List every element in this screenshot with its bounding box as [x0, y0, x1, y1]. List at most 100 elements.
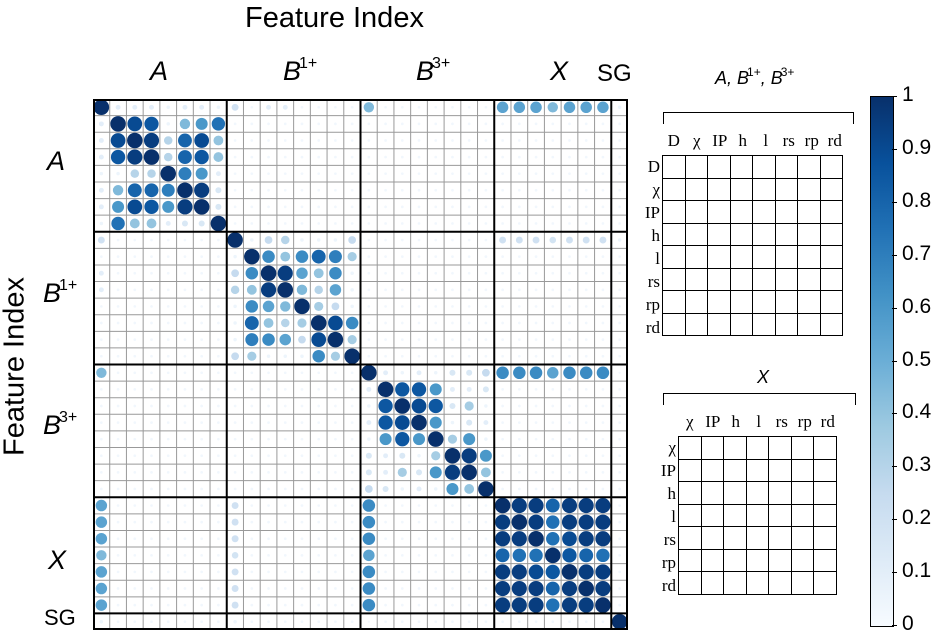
corr-cell	[283, 371, 287, 375]
corr-cell	[183, 437, 187, 441]
corr-cell	[250, 122, 254, 126]
corr-cell	[483, 420, 489, 426]
corr-cell	[116, 587, 120, 590]
corr-cell	[283, 437, 287, 441]
corr-cell	[434, 139, 438, 142]
corr-cell	[431, 451, 441, 461]
legend-cell	[662, 222, 686, 246]
corr-cell	[267, 454, 270, 458]
corr-cell	[267, 487, 270, 491]
corr-cell	[484, 305, 488, 308]
corr-cell	[283, 122, 287, 126]
corr-cell	[231, 568, 239, 576]
corr-cell	[350, 304, 354, 309]
legend-col-label: rd	[820, 412, 835, 431]
corr-cell	[277, 265, 293, 281]
legend-cell	[662, 267, 686, 291]
corr-cell	[199, 104, 205, 110]
corr-cell	[200, 338, 204, 341]
corr-cell	[245, 333, 259, 347]
corr-cell	[263, 318, 274, 328]
corr-cell	[484, 537, 488, 541]
corr-cell	[244, 248, 260, 265]
corr-cell	[317, 105, 321, 109]
corr-cell	[400, 172, 404, 176]
corr-cell	[400, 122, 404, 126]
corr-cell	[417, 205, 421, 209]
corr-cell	[283, 454, 287, 458]
corr-cell	[501, 321, 504, 325]
corr-cell	[350, 537, 354, 541]
corr-cell	[578, 580, 594, 597]
corr-cell	[517, 487, 521, 491]
corr-cell	[300, 454, 304, 458]
corr-cell	[584, 222, 588, 225]
corr-cell	[467, 620, 471, 624]
corr-cell	[584, 404, 588, 408]
legend-row-label: l	[671, 507, 676, 526]
corr-cell	[451, 205, 454, 209]
corr-cell	[329, 284, 342, 296]
corr-cell	[217, 354, 220, 358]
corr-cell	[116, 471, 120, 474]
colorbar-tick-label: 0.1	[902, 559, 932, 583]
legend-cell	[723, 571, 747, 595]
corr-cell	[466, 386, 472, 392]
corr-cell	[133, 271, 137, 275]
corr-cell	[584, 620, 588, 624]
corr-cell	[363, 102, 375, 113]
corr-cell	[314, 285, 323, 295]
corr-cell	[517, 388, 521, 391]
corr-cell	[99, 171, 104, 176]
legend-cell	[813, 548, 837, 572]
corr-cell	[133, 487, 137, 491]
corr-cell	[568, 188, 571, 192]
corr-cell	[584, 437, 588, 441]
legend-cell	[729, 200, 753, 224]
corr-cell	[517, 620, 521, 624]
corr-cell	[215, 187, 222, 194]
corr-cell	[267, 421, 270, 424]
corr-cell	[484, 437, 488, 441]
legend-cell	[768, 481, 792, 505]
corr-cell	[495, 548, 510, 563]
corr-cell	[434, 354, 438, 358]
corr-cell	[512, 548, 527, 563]
corr-cell	[133, 338, 137, 341]
corr-cell	[384, 205, 387, 209]
corr-cell	[417, 122, 421, 126]
corr-cell	[562, 548, 577, 563]
corr-cell	[568, 404, 571, 408]
corr-cell	[334, 603, 337, 607]
corr-cell	[578, 597, 594, 613]
corr-cell	[217, 471, 220, 474]
corr-cell	[551, 305, 555, 308]
corr-cell	[334, 404, 337, 408]
corr-cell	[198, 220, 205, 227]
corr-cell	[584, 188, 588, 192]
corr-cell	[250, 553, 254, 557]
corr-cell	[233, 122, 237, 126]
legend-cell	[774, 245, 798, 269]
corr-cell	[267, 553, 270, 557]
corr-cell	[416, 469, 423, 476]
corr-cell	[400, 238, 404, 242]
corr-cell	[517, 205, 521, 209]
corr-cell	[100, 421, 103, 424]
corr-cell	[451, 155, 454, 159]
legend-cell	[768, 503, 792, 527]
corr-cell	[150, 388, 153, 391]
legend-cell	[729, 177, 753, 201]
corr-cell	[166, 288, 170, 292]
corr-cell	[584, 471, 588, 474]
corr-cell	[601, 404, 605, 408]
corr-cell	[300, 553, 304, 557]
legend-cell	[678, 526, 702, 550]
corr-cell	[528, 564, 544, 580]
corr-cell	[534, 271, 538, 275]
corr-cell	[250, 205, 254, 209]
corr-cell	[563, 366, 576, 380]
corr-cell	[547, 102, 558, 113]
corr-cell	[451, 520, 454, 524]
corr-cell	[467, 587, 471, 590]
